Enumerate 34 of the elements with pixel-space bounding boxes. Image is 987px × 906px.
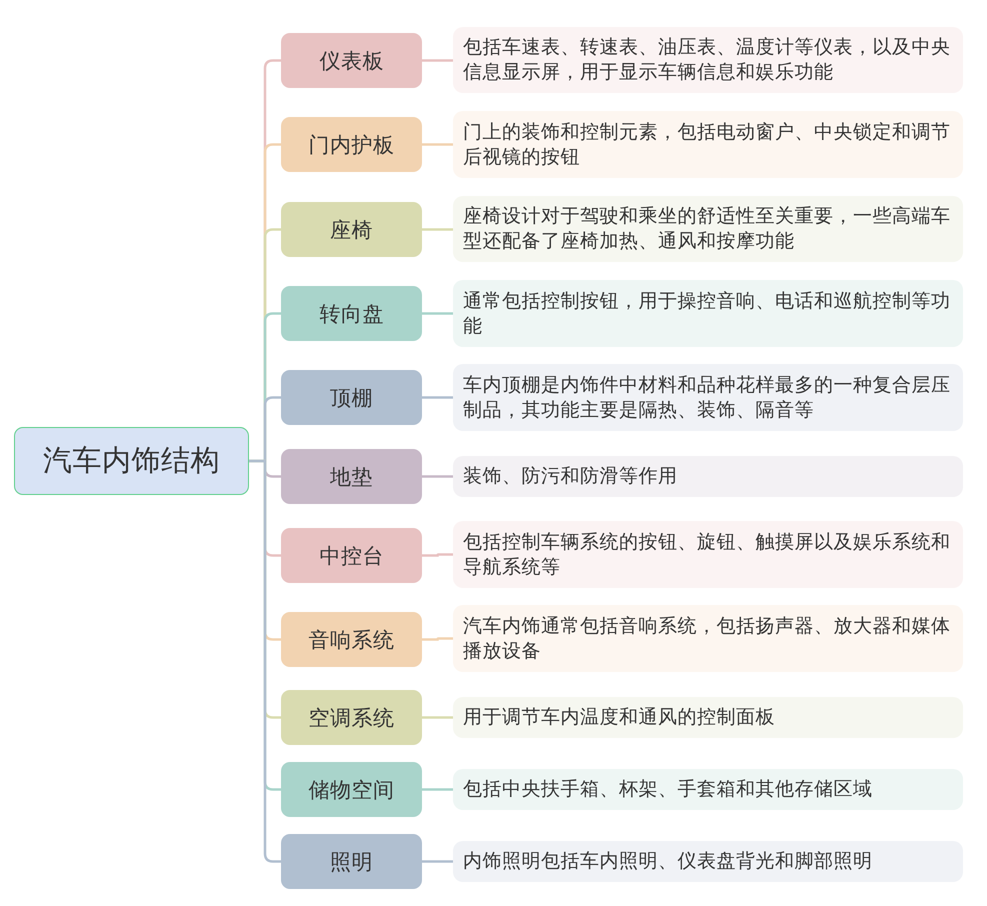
topic-box: 空调系统 bbox=[281, 690, 422, 745]
connector-line bbox=[422, 637, 453, 641]
note-box: 装饰、防污和防滑等作用 bbox=[453, 456, 963, 497]
note-box: 内饰照明包括车内照明、仪表盘背光和脚部照明 bbox=[453, 841, 963, 882]
note-box: 用于调节车内温度和通风的控制面板 bbox=[453, 697, 963, 738]
topic-box: 音响系统 bbox=[281, 612, 422, 667]
note-box: 包括中央扶手箱、杯架、手套箱和其他存储区域 bbox=[453, 769, 963, 810]
central-topic-box: 汽车内饰结构 bbox=[14, 427, 249, 495]
connector-line bbox=[422, 553, 453, 557]
connector-line bbox=[422, 475, 453, 478]
connector-line bbox=[422, 396, 453, 399]
connector-line bbox=[422, 312, 453, 315]
topic-box: 储物空间 bbox=[281, 762, 422, 817]
note-box: 车内顶棚是内饰件中材料和品种花样最多的一种复合层压制品，其功能主要是隔热、装饰、隔音等 bbox=[453, 364, 963, 431]
topic-box: 顶棚 bbox=[281, 370, 422, 425]
topic-box: 照明 bbox=[281, 834, 422, 889]
connector-line bbox=[422, 228, 453, 231]
connector-line bbox=[422, 59, 453, 62]
topic-box: 地垫 bbox=[281, 449, 422, 504]
topic-box: 中控台 bbox=[281, 528, 422, 583]
topic-box: 转向盘 bbox=[281, 286, 422, 341]
note-box: 门上的装饰和控制元素，包括电动窗户、中央锁定和调节后视镜的按钮 bbox=[453, 111, 963, 178]
connector-line bbox=[422, 860, 453, 863]
topic-box: 仪表板 bbox=[281, 33, 422, 88]
topic-box: 座椅 bbox=[281, 202, 422, 257]
topic-box: 门内护板 bbox=[281, 117, 422, 172]
connector-line bbox=[422, 143, 453, 146]
note-box: 通常包括控制按钮，用于操控音响、电话和巡航控制等功能 bbox=[453, 280, 963, 347]
note-box: 汽车内饰通常包括音响系统，包括扬声器、放大器和媒体播放设备 bbox=[453, 605, 963, 672]
note-box: 包括控制车辆系统的按钮、旋钮、触摸屏以及娱乐系统和导航系统等 bbox=[453, 521, 963, 588]
note-box: 包括车速表、转速表、油压表、温度计等仪表，以及中央信息显示屏，用于显示车辆信息和娱乐功能 bbox=[453, 27, 963, 93]
note-box: 座椅设计对于驾驶和乘坐的舒适性至关重要，一些高端车型还配备了座椅加热、通风和按摩功能 bbox=[453, 196, 963, 262]
connector-line bbox=[422, 716, 453, 719]
connector-line bbox=[422, 788, 453, 791]
